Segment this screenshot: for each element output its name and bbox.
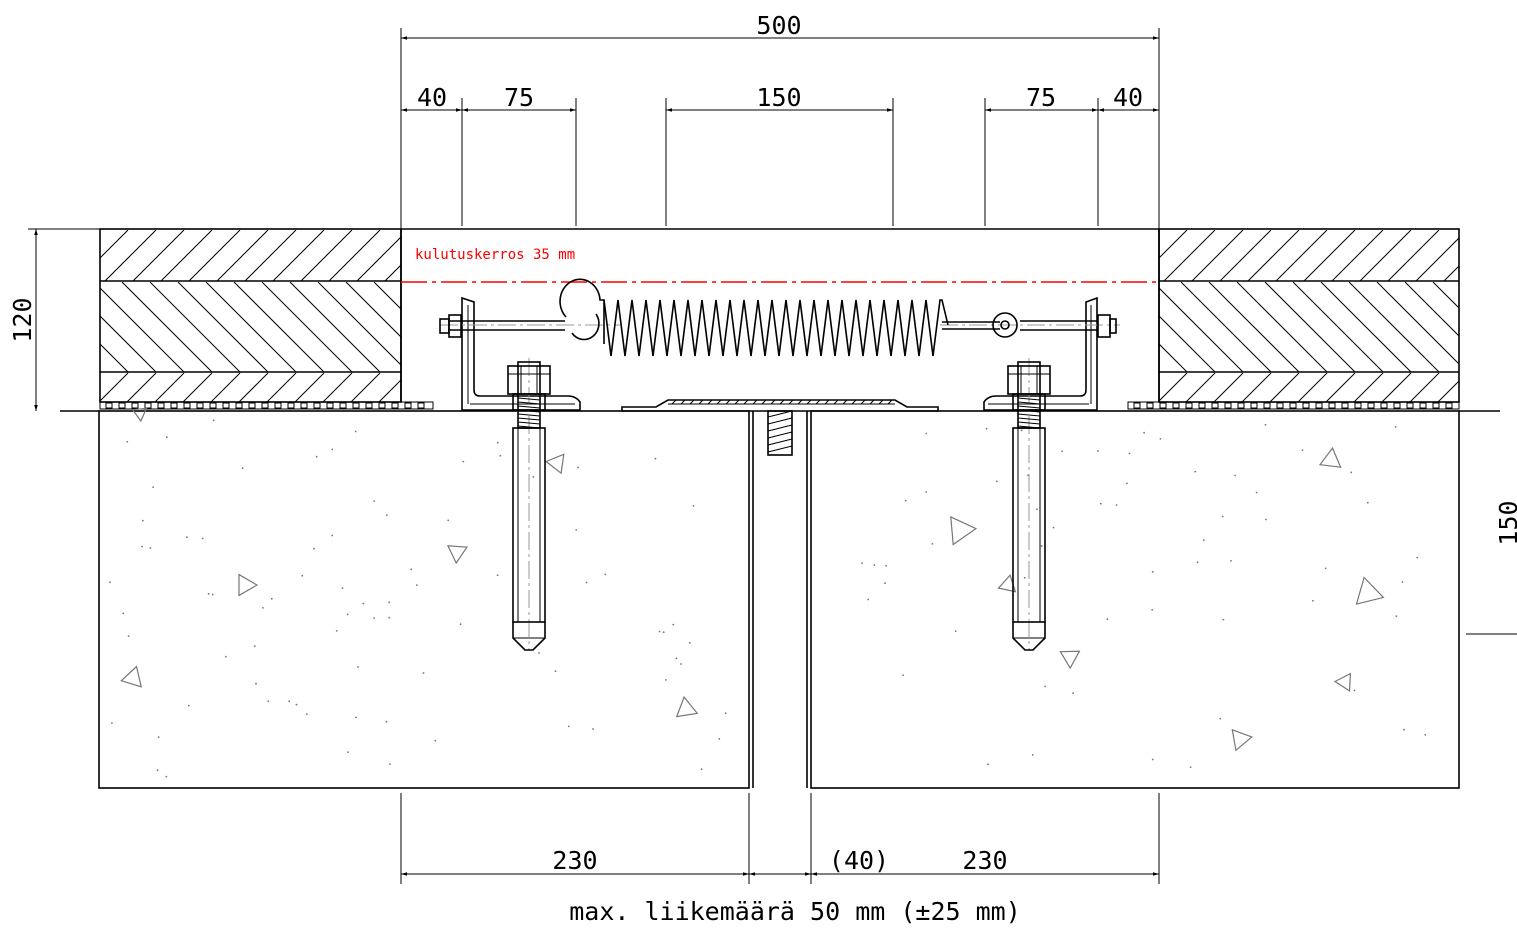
dim-150: 150 — [756, 83, 801, 112]
dimension-right-height: 150 — [1466, 500, 1517, 635]
concrete-slab-right — [810, 410, 1460, 789]
dimension-left-height: 120 — [8, 228, 100, 411]
movement-caption: max. liikemäärä 50 mm (±25 mm) — [569, 897, 1021, 926]
concrete-aggregate — [109, 407, 1427, 778]
dim-120: 120 — [8, 297, 37, 342]
tension-spring — [559, 278, 949, 357]
concrete-slab-left — [98, 410, 750, 789]
dim-75-right: 75 — [1026, 83, 1056, 112]
pavement-left — [99, 228, 402, 403]
dimension-top-total: 500 — [400, 11, 1160, 229]
tension-rod-right — [940, 312, 1120, 338]
dim-230-right: 230 — [962, 846, 1007, 875]
tension-rod-left — [439, 314, 620, 338]
anchor-bolt-left — [507, 358, 551, 651]
center-guide-block — [767, 410, 793, 456]
dimension-bottom: 230 (40) 230 — [400, 793, 1160, 884]
wear-layer-note: kulutuskerros 35 mm — [415, 247, 575, 263]
dim-40-right: 40 — [1113, 83, 1143, 112]
center-cover-plate — [621, 399, 939, 412]
membrane-right — [1127, 401, 1460, 410]
dim-40-gap: (40) — [829, 846, 889, 875]
dim-150-right: 150 — [1494, 500, 1517, 545]
dim-40-left: 40 — [417, 83, 447, 112]
dim-230-left: 230 — [552, 846, 597, 875]
membrane-left — [99, 401, 434, 410]
pavement-right — [1158, 228, 1460, 403]
dim-75-left: 75 — [504, 83, 534, 112]
dimension-top-parts: 40 75 150 75 40 — [401, 83, 1159, 226]
anchor-bolt-right — [1007, 358, 1051, 651]
dim-500: 500 — [756, 11, 801, 40]
